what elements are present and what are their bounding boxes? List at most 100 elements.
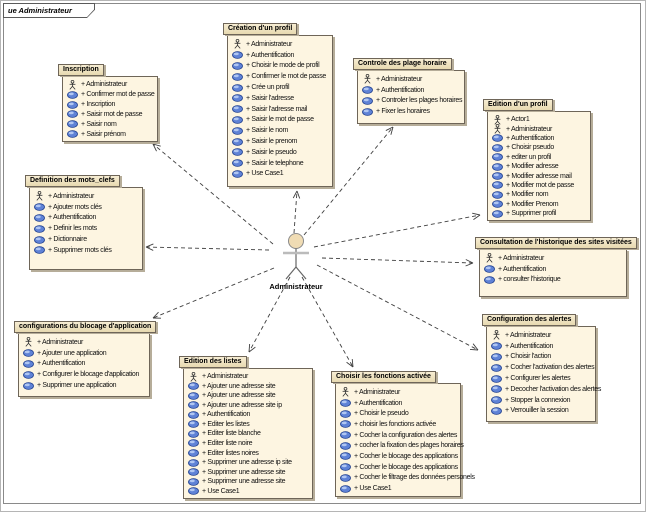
package-item[interactable]: + Crée un profil [231,82,330,93]
item-label: + Supprimer une adresse site [202,468,286,476]
package-item[interactable]: + Saisir le nom [231,125,330,136]
package-item[interactable]: + Administrateur [361,74,462,85]
package-item[interactable]: + Modifier adresse [491,162,588,171]
package-title-fonctions[interactable]: Choisir les fonctions activée [331,371,436,383]
package-item[interactable]: + Administrateur [66,79,155,90]
package-title-controle[interactable]: Controle des plage horaire [353,58,452,70]
package-item[interactable]: + Authentification [490,341,593,352]
package-item[interactable]: + Saisir prénom [66,129,155,139]
package-item[interactable]: + choisir les fonctions activée [339,419,458,430]
package-item[interactable]: + Cocher le blocage des applications [339,451,458,462]
package-item[interactable]: + Modifier mot de passe [491,181,588,190]
usecase-icon [490,363,502,372]
package-item[interactable]: + Choisir le pseudo [339,408,458,419]
package-item[interactable]: + Authentification [361,85,462,96]
package-item[interactable]: + Supprimer profil [491,209,588,218]
package-title-inscription[interactable]: Inscription [58,64,104,76]
package-item[interactable]: + Ajouter mots clés [33,202,140,213]
package-item[interactable]: + Choisir l'action [490,352,593,363]
package-item[interactable]: + Definir les mots [33,223,140,234]
package-item[interactable]: + Configurer le blocage d'application [22,369,147,380]
package-item[interactable]: + Modifier Prenom [491,200,588,209]
package-title-consultation[interactable]: Consultation de l'historique des sites v… [475,237,637,249]
package-title-alertes[interactable]: Configuration des alertes [482,314,577,326]
arrowhead [473,214,481,220]
package-item[interactable]: + Ajouter une adresse site [187,391,310,401]
usecase-icon [231,148,243,157]
package-item[interactable]: + Fixer les horaires [361,106,462,117]
dependency-arrow [301,276,354,368]
package-item[interactable]: + Verrouiller la session [490,406,593,417]
package-item[interactable]: + Configurer les alertes [490,373,593,384]
package-item[interactable]: + Saisir le prenom [231,136,330,147]
package-item[interactable]: + Choisir pseudo [491,143,588,152]
package-item[interactable]: + Editer liste noire [187,439,310,449]
package-item[interactable]: + Supprimer mots clés [33,245,140,256]
package-item[interactable]: + Modifier nom [491,190,588,199]
package-item[interactable]: + Administrateur [33,191,140,202]
package-item[interactable]: + Cocher le filtrage des données persone… [339,473,475,484]
package-item[interactable]: + Administrateur [22,337,147,348]
package-item[interactable]: + Saisir l'adresse [231,93,330,104]
package-item[interactable]: + Controler les plages horaires [361,96,463,107]
package-item[interactable]: + Administrateur [490,330,593,341]
package-item[interactable]: + Cocher le blocage des applications [339,462,458,473]
package-item[interactable]: + Saisir le telephone [231,158,330,169]
item-label: + Cocher l'activation des alertes [505,364,595,372]
package-item[interactable]: + Saisir nom [66,119,155,129]
package-item[interactable]: + Ajouter une application [22,348,147,359]
package-item[interactable]: + Use Case1 [231,169,330,180]
package-item[interactable]: + Saisir le mot de passe [231,115,330,126]
package-title-mots-clefs[interactable]: Definition des mots_clefs [25,175,120,187]
package-item[interactable]: + editer un profil [491,153,588,162]
usecase-icon [490,396,502,404]
package-item[interactable]: + cocher la fixation des plages horaires [339,440,464,451]
package-item[interactable]: + Administrateur [491,124,588,134]
package-title-blocage[interactable]: configurations du blocage d'application [14,321,157,333]
package-item[interactable]: + Editer listes noires [187,448,310,458]
package-item[interactable]: + Administrateur [339,387,458,398]
package-title-edition-profil[interactable]: Edition d'un profil [483,99,553,111]
actor-figure[interactable] [288,233,304,249]
package-item[interactable]: + Modifier adresse mail [491,171,588,180]
package-item[interactable]: + Confirmer le mot de passe [231,71,330,82]
package-item[interactable]: + Authentification [187,410,310,420]
package-item[interactable]: + Saisir l'adresse mail [231,104,330,115]
package-item[interactable]: + Dictionnaire [33,234,140,245]
package-item[interactable]: + Cocher la configuration des alertes [339,430,458,441]
package-item[interactable]: + Administrateur [483,253,624,264]
package-item[interactable]: + Authentification [339,398,458,409]
package-item[interactable]: + Ajouter une adresse site ip [187,401,310,411]
package-item[interactable]: + Authentification [231,50,330,61]
package-item[interactable]: + Administrateur [231,39,330,50]
package-item[interactable]: + consulter l'historique [483,275,624,286]
package-item[interactable]: + Confirmer mot de passe [66,90,155,100]
package-title-listes[interactable]: Edition des listes [179,356,247,368]
package-item[interactable]: + Editer les listes [187,420,310,430]
package-item[interactable]: + Use Case1 [187,486,310,496]
package-item[interactable]: + Inscription [66,100,155,110]
package-item[interactable]: + Saisir le pseudo [231,147,330,158]
package-title-creation[interactable]: Création d'un profil [223,23,298,35]
package-item[interactable]: + Stopper la connexion [490,395,593,406]
package-item[interactable]: + Authentification [491,134,588,143]
package-item[interactable]: + Choisir le mode de profil [231,61,330,72]
item-label: + Use Case1 [202,487,240,495]
arrowhead [390,126,394,135]
package-item[interactable]: + Ajouter une adresse site [187,382,310,392]
package-item[interactable]: + Actor1 [491,114,588,125]
package-item[interactable]: + Supprimer une adresse ip site [187,458,310,468]
package-item[interactable]: + Authentification [483,264,624,275]
package-item[interactable]: + Cocher l'activation des alertes [490,362,595,373]
package-item[interactable]: + Editer liste blanche [187,429,310,439]
package-item[interactable]: + Saisir mot de passe [66,109,155,119]
package-item[interactable]: + Administrateur [187,371,310,382]
package-item[interactable]: + Decocher l'activation des alertes [490,384,601,395]
package-item[interactable]: + Supprimer une application [22,380,147,391]
package-item[interactable]: + Authentification [33,213,140,224]
package-item[interactable]: + Supprimer une adresse site [187,477,310,487]
item-label: + Stopper la connexion [505,396,571,404]
package-item[interactable]: + Supprimer une adresse site [187,467,310,477]
package-item[interactable]: + Use Case1 [339,483,458,494]
package-item[interactable]: + Authentification [22,359,147,370]
